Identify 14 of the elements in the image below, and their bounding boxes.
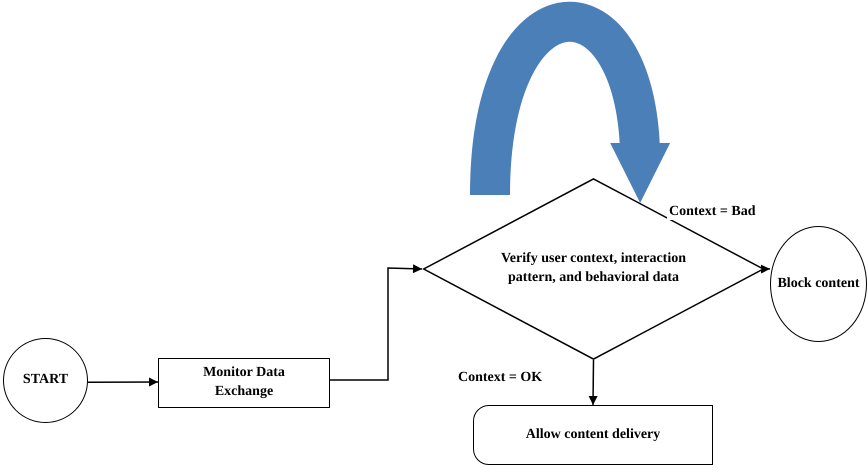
node-label: START xyxy=(22,371,68,390)
arrow xyxy=(760,264,770,274)
node-label: Allow content delivery xyxy=(524,426,662,444)
loop-arrow xyxy=(470,2,669,203)
node-label: Verify user context, interaction pattern, and behavioral data xyxy=(500,250,688,287)
process-box xyxy=(473,405,713,465)
edge-label: Context = Bad xyxy=(667,204,758,220)
arrow xyxy=(88,378,158,387)
arrow xyxy=(330,264,422,381)
node-label: Block content xyxy=(776,274,861,293)
node-label: Monitor Data Exchange xyxy=(202,364,286,401)
process-box xyxy=(158,358,330,408)
arrow xyxy=(588,360,598,405)
decision-diamond xyxy=(422,178,765,360)
